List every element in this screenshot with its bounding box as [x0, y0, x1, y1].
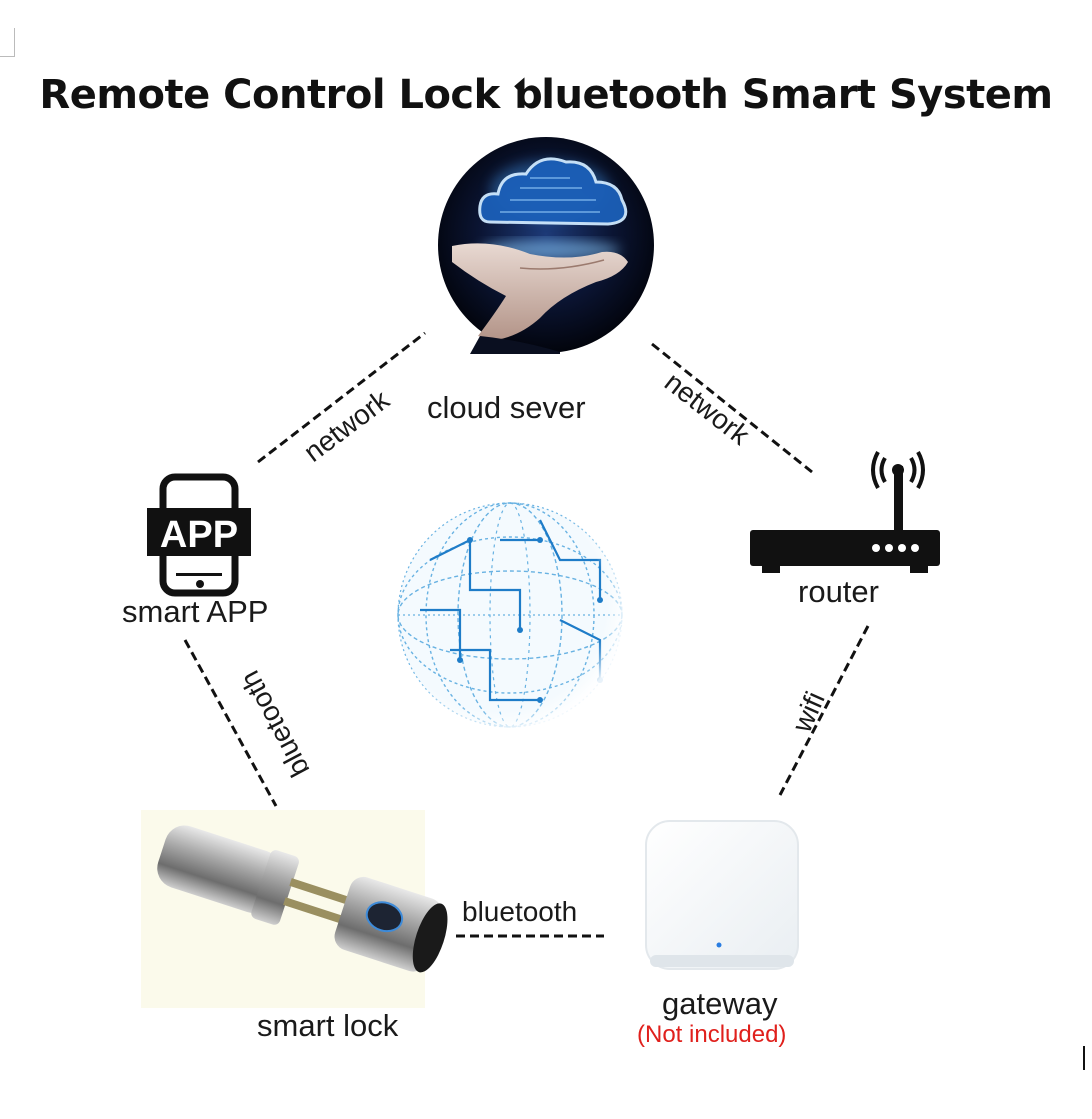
globe-icon: [395, 500, 625, 730]
app-icon-text: APP: [160, 514, 238, 556]
smart-lock-label: smart lock: [257, 1008, 399, 1043]
edge-router-gateway-line: [778, 625, 870, 796]
router-label: router: [798, 574, 879, 609]
cloud-server-label: cloud sever: [427, 390, 586, 425]
smart-lock-icon: [141, 810, 448, 1008]
edge-app-cloud-line: [257, 331, 426, 464]
cloud-hand-icon: [438, 137, 654, 354]
phone-app-icon: APP: [147, 473, 251, 597]
gateway-label: gateway: [662, 986, 778, 1021]
page-title: Remote Control Lock ƅluetooth Smart Syst…: [39, 72, 1053, 118]
gateway-not-included-note: (Not included): [637, 1021, 787, 1048]
corner-mark: [0, 28, 15, 57]
edge-label-lock-gateway: bluetooth: [462, 896, 578, 927]
edge-cloud-router-line: [651, 342, 813, 474]
connectors: [183, 331, 870, 938]
edge-app-lock-line: [183, 639, 278, 807]
smart-app-label: smart APP: [122, 594, 269, 629]
router-icon: [750, 451, 940, 573]
text-cursor: [1083, 1046, 1085, 1070]
gateway-icon: [645, 820, 799, 970]
